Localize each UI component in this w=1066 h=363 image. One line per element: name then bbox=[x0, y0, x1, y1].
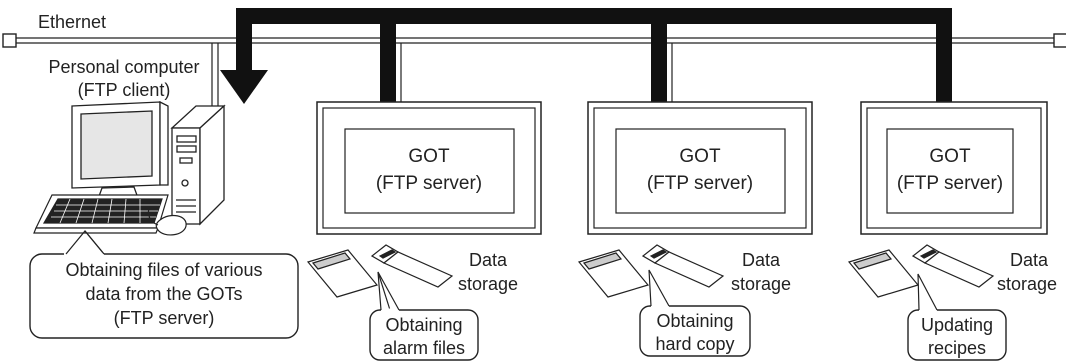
pc-keyboard bbox=[33, 194, 169, 234]
got-2-callout: Obtaining hard copy bbox=[639, 269, 751, 357]
usb-stick-1 bbox=[370, 244, 454, 288]
got-3-role: (FTP server) bbox=[897, 173, 1003, 194]
pc-callout-line1: Obtaining files of various bbox=[65, 260, 262, 280]
storage-3-line1: Data bbox=[1010, 250, 1049, 270]
got-2-callout-line1: Obtaining bbox=[656, 311, 733, 331]
got-3-callout-line1: Updating bbox=[921, 315, 993, 335]
got-2-role: (FTP server) bbox=[647, 173, 753, 194]
storage-1-line1: Data bbox=[469, 250, 508, 270]
pc-callout-line3: (FTP server) bbox=[114, 308, 215, 328]
got-1-callout-line2: alarm files bbox=[383, 338, 465, 358]
usb-stick-3 bbox=[911, 244, 995, 288]
got-unit-2: GOT (FTP server) bbox=[587, 101, 813, 235]
got-unit-1: GOT (FTP server) bbox=[316, 101, 542, 235]
sd-card-3 bbox=[847, 249, 920, 298]
storage-2-line2: storage bbox=[731, 274, 791, 294]
pc-callout-line2: data from the GOTs bbox=[85, 284, 242, 304]
got-3-callout: Updating recipes bbox=[907, 273, 1007, 361]
usb-stick-2 bbox=[641, 244, 725, 288]
got-1-role: (FTP server) bbox=[376, 173, 482, 194]
got-2-screen bbox=[615, 128, 786, 214]
got-2-name: GOT bbox=[679, 146, 721, 167]
got-2-callout-line2: hard copy bbox=[655, 334, 734, 354]
got-1-screen bbox=[344, 128, 515, 214]
got-3-name: GOT bbox=[929, 146, 971, 167]
got-1-callout: Obtaining alarm files bbox=[369, 271, 479, 361]
ethernet-bus bbox=[2, 33, 1066, 48]
got-unit-3: GOT (FTP server) bbox=[860, 101, 1048, 235]
bus-terminator-right bbox=[1053, 33, 1066, 48]
sd-card-2 bbox=[577, 249, 650, 298]
flow-arrow-head bbox=[220, 70, 268, 104]
pc-monitor bbox=[71, 100, 169, 207]
got-3-callout-line2: recipes bbox=[928, 338, 986, 358]
storage-1-line2: storage bbox=[458, 274, 518, 294]
ethernet-label: Ethernet bbox=[38, 12, 106, 32]
pc-title: Personal computer bbox=[48, 57, 199, 77]
storage-3-line2: storage bbox=[997, 274, 1057, 294]
pc-subtitle: (FTP client) bbox=[78, 80, 171, 100]
pc-mouse bbox=[147, 205, 187, 236]
data-flow-path bbox=[220, 8, 952, 104]
pc-tower bbox=[170, 104, 226, 226]
got-1-callout-line1: Obtaining bbox=[385, 315, 462, 335]
bus-terminator-left bbox=[2, 33, 17, 48]
storage-2-line1: Data bbox=[742, 250, 781, 270]
pc-callout: Obtaining files of various data from the… bbox=[29, 230, 299, 339]
got-3-screen bbox=[886, 128, 1014, 214]
bus-drops bbox=[211, 43, 946, 106]
got-1-name: GOT bbox=[408, 146, 450, 167]
sd-card-1 bbox=[306, 249, 379, 298]
